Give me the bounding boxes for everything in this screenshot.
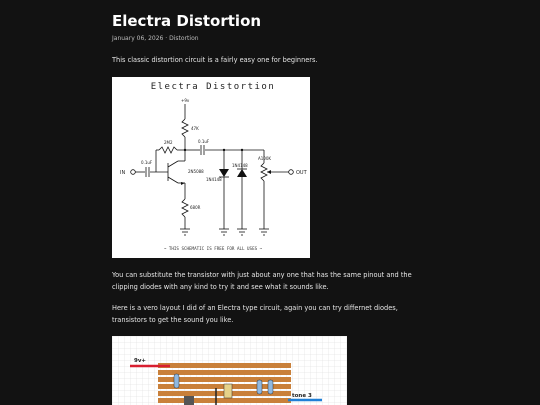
vero-label-supply: 9v+ <box>134 358 146 364</box>
vero-layout-image: 9v+ tone 3 <box>112 336 347 405</box>
vero-diagram: 9v+ tone 3 <box>112 336 347 405</box>
label-r-bias: 2M2 <box>164 140 173 145</box>
post-date: January 06, 2026 <box>112 35 164 42</box>
substitution-paragraph: You can substitute the transistor with j… <box>112 271 412 292</box>
post-title: Electra Distortion <box>112 12 262 30</box>
label-c-out: 0.1uF <box>198 139 210 144</box>
label-diode1: 1N4148 <box>206 177 222 182</box>
intro-paragraph: This classic distortion circuit is a fai… <box>112 56 318 64</box>
label-transistor: 2N5088 <box>188 169 204 174</box>
schematic-title: Electra Distortion <box>151 82 276 92</box>
schematic-footer: ~ THIS SCHEMATIC IS FREE FOR ALL USES ~ <box>164 246 263 251</box>
schematic-image: Electra Distortion <box>112 77 310 258</box>
label-out: OUT <box>296 170 308 176</box>
post-meta: January 06, 2026 · Distortion <box>112 35 199 42</box>
schematic-diagram: Electra Distortion <box>112 77 310 258</box>
label-r-emitter: 680R <box>190 205 201 210</box>
meta-separator: · <box>165 35 168 42</box>
label-r-collector: 47K <box>191 126 199 131</box>
label-pot: A100K <box>258 156 271 161</box>
label-diode2: 1N4148 <box>232 163 248 168</box>
label-supply: +9v <box>181 98 190 103</box>
label-c-in: 0.1uF <box>141 160 153 165</box>
label-in: IN <box>120 170 125 176</box>
vero-label-tone: tone 3 <box>292 393 312 399</box>
category-link[interactable]: Distortion <box>169 35 199 42</box>
vero-paragraph: Here is a vero layout I did of an Electr… <box>112 304 398 325</box>
